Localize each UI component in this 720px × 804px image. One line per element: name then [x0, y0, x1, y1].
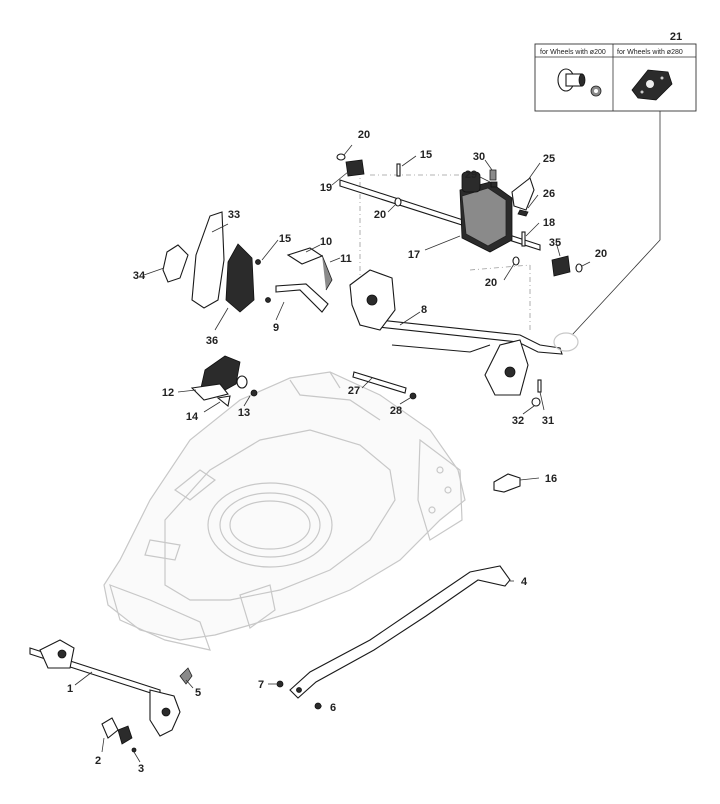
label-27: 27 [348, 385, 360, 397]
label-15-left: 15 [279, 233, 291, 245]
label-12: 12 [162, 387, 174, 399]
label-36: 36 [206, 335, 218, 347]
part-number-labels: 1 2 3 4 5 6 7 8 9 10 11 12 13 14 15 15 1… [67, 129, 607, 775]
inset-caption-left: for Wheels with ø200 [540, 49, 606, 56]
mower-deck-housing [103, 371, 466, 651]
label-11: 11 [340, 253, 352, 265]
label-16: 16 [545, 473, 557, 485]
handle-4 [276, 565, 511, 710]
label-34: 34 [133, 270, 146, 282]
label-10: 10 [320, 236, 332, 248]
label-8: 8 [421, 304, 427, 316]
label-1: 1 [67, 683, 73, 695]
label-31: 31 [542, 415, 554, 427]
label-13: 13 [238, 407, 250, 419]
fasteners-31-32 [531, 379, 542, 407]
front-axle-1 [29, 639, 181, 737]
label-19: 19 [320, 182, 332, 194]
label-18: 18 [543, 217, 555, 229]
label-17: 17 [408, 249, 420, 261]
label-28: 28 [390, 405, 402, 417]
inset-caption-right: for Wheels with ø280 [617, 49, 683, 56]
spring-bracket [255, 247, 333, 313]
rear-axle-8 [349, 269, 563, 396]
label-3: 3 [138, 763, 144, 775]
label-26: 26 [543, 188, 555, 200]
sector-plate [190, 355, 258, 407]
label-9: 9 [273, 322, 279, 334]
label-6: 6 [330, 702, 336, 714]
label-20-top: 20 [358, 129, 370, 141]
label-20-mid: 20 [374, 209, 386, 221]
label-20-low: 20 [485, 277, 497, 289]
height-levers [162, 211, 255, 313]
label-4: 4 [521, 576, 528, 588]
wheel-adapter-200-icon [557, 68, 602, 97]
label-20-right: 20 [595, 248, 607, 260]
small-parts [336, 153, 583, 352]
gearbox-17 [339, 171, 541, 253]
label-29: 29 [465, 169, 477, 181]
label-21: 21 [670, 31, 682, 43]
label-5: 5 [195, 687, 201, 699]
wheel-adapter-280-icon [631, 69, 673, 101]
label-33: 33 [228, 209, 240, 221]
bracket-2-3 [101, 717, 137, 753]
spring-5 [179, 667, 193, 685]
label-14: 14 [186, 411, 199, 423]
leader-lines [74, 144, 591, 763]
label-15-top: 15 [420, 149, 432, 161]
label-32: 32 [512, 415, 524, 427]
label-25: 25 [543, 153, 555, 165]
label-2: 2 [95, 755, 101, 767]
label-35: 35 [549, 237, 561, 249]
clip-16 [493, 473, 521, 493]
inset-box-21: for Wheels with ø200 for Wheels with ø28… [534, 31, 697, 336]
rod-27 [352, 371, 417, 400]
label-7: 7 [258, 679, 264, 691]
label-30: 30 [473, 151, 485, 163]
